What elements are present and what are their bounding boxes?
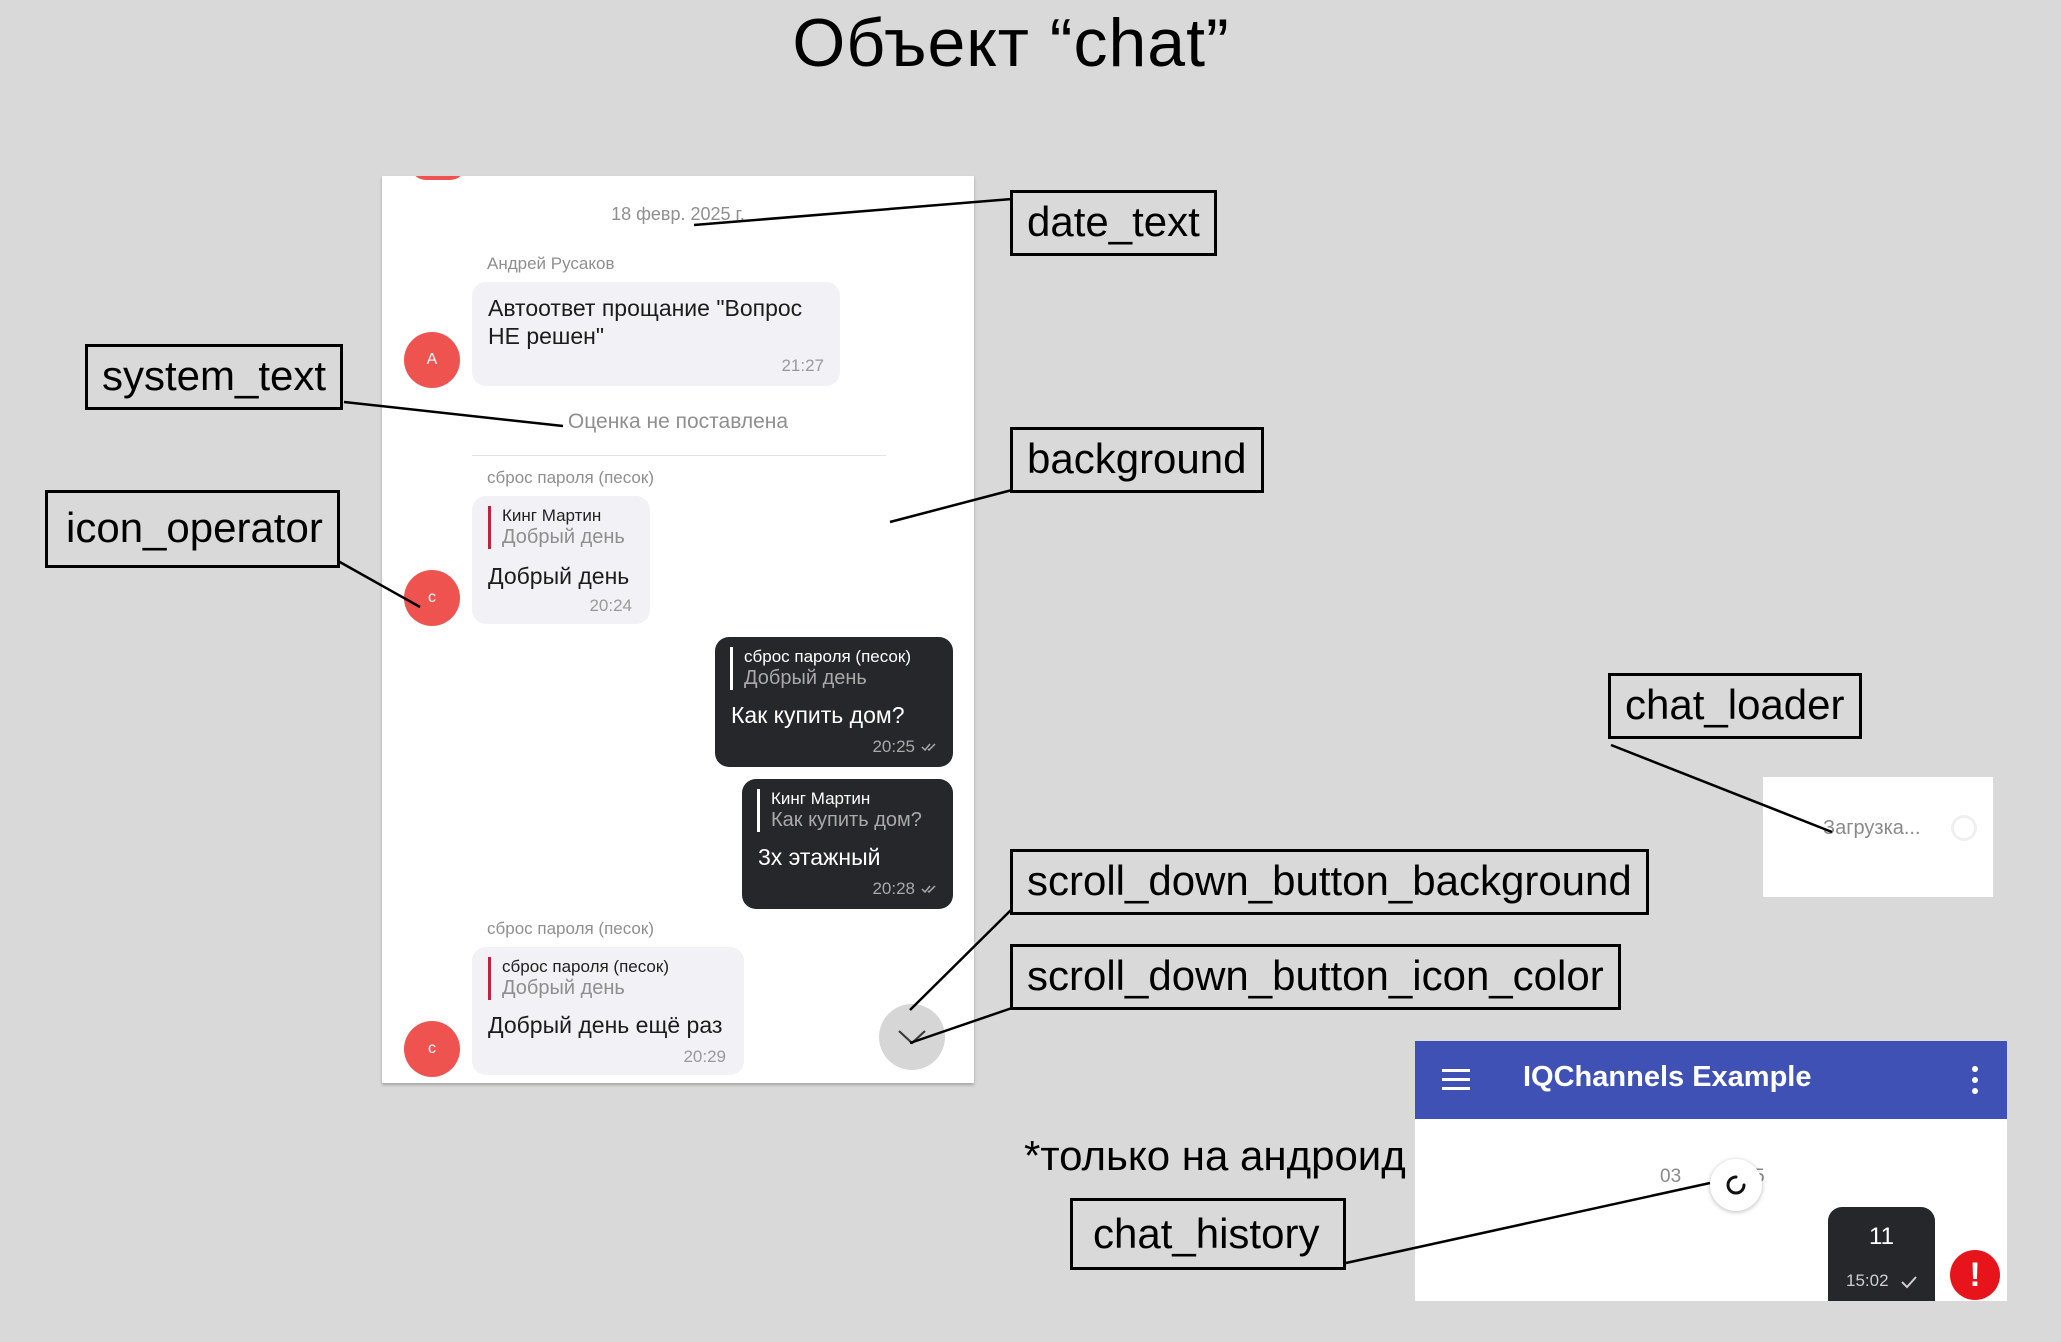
avatar-initial: с [428,589,436,606]
message-time: 21:27 [781,356,824,375]
reply-quote: сброс пароля (песок) Добрый день [730,647,911,690]
error-badge[interactable]: ! [1950,1250,2000,1300]
reply-author: Кинг Мартин [771,789,871,808]
message-text: Добрый день ещё раз [488,1012,723,1038]
label-icon-operator: icon_operator [45,490,340,568]
loader-spinner-icon [1951,815,1977,841]
more-vertical-icon[interactable] [1971,1065,1979,1095]
system-divider [472,455,886,456]
android-only-note: *только на андроид [1024,1132,1406,1179]
message-sender: сброс пароля (песок) [487,468,654,487]
message-bubble-outgoing[interactable]: Кинг Мартин Как купить дом? 3х этажный 2… [742,779,953,909]
message-sender: Андрей Русаков [487,254,615,273]
reply-author: сброс пароля (песок) [502,957,669,976]
label-system-text: system_text [85,344,344,410]
message-time: 20:25 [872,737,915,756]
avatar-initial: А [426,351,438,368]
reply-text: Как купить дом? [771,809,922,831]
label-background: background [1010,427,1264,493]
message-bubble[interactable]: Автоответ прощание "Вопрос НЕ решен" 21:… [472,282,840,386]
message-bubble[interactable]: сброс пароля (песок) Добрый день Добрый … [472,947,744,1075]
chat-loader-box: Загрузка... [1763,777,1993,897]
loading-spinner-icon [1726,1175,1746,1195]
check-icon [1901,1276,1917,1289]
reply-quote: Кинг Мартин Как купить дом? [757,789,922,832]
label-chat-loader: chat_loader [1608,673,1862,739]
app-title: IQChannels Example [1523,1061,1812,1093]
operator-avatar[interactable]: с [404,570,460,626]
avatar-partial [410,176,466,180]
message-sender: сброс пароля (песок) [487,919,654,938]
message-time: 15:02 [1846,1271,1889,1290]
message-bubble[interactable]: Кинг Мартин Добрый день Добрый день 20:2… [472,496,650,624]
message-time: 20:24 [589,596,632,615]
label-chat-history: chat_history [1070,1198,1347,1270]
chat-panel: 18 февр. 2025 г. Андрей Русаков А Автоот… [382,176,974,1083]
double-check-icon [921,885,936,894]
label-scroll-down-button-background: scroll_down_button_background [1010,849,1649,915]
reply-author: Кинг Мартин [502,506,602,525]
menu-icon[interactable] [1442,1069,1470,1091]
message-text: 3х этажный [758,844,881,870]
reply-author: сброс пароля (песок) [744,647,911,666]
message-text: 11 [1869,1223,1894,1250]
message-text: Как купить дом? [731,702,905,728]
history-date-left: 03 [1660,1166,1682,1187]
scroll-down-button[interactable] [879,1004,945,1070]
reply-text: Добрый день [502,977,625,999]
message-text: Автоответ прощание "Вопрос НЕ решен" [488,295,803,349]
operator-avatar[interactable]: с [404,1021,460,1077]
app-bar: IQChannels Example [1415,1041,2007,1119]
error-mark: ! [1969,1255,1981,1294]
message-bubble-outgoing[interactable]: 11 15:02 [1828,1207,1935,1301]
android-screen: IQChannels Example 03 025 11 15:02 ! [1415,1041,2007,1301]
reply-quote: Кинг Мартин Добрый день [488,506,625,549]
message-time: 20:29 [683,1047,726,1066]
system-text: Оценка не поставлена [567,410,789,433]
message-bubble-outgoing[interactable]: сброс пароля (песок) Добрый день Как куп… [715,637,953,767]
label-scroll-down-button-icon-color: scroll_down_button_icon_color [1010,944,1621,1010]
date-text: 18 февр. 2025 г. [611,204,745,224]
loader-text: Загрузка... [1823,817,1921,839]
chat-history-spinner [1710,1159,1762,1211]
page-title: Объект “chat” [792,5,1230,81]
label-date-text: date_text [1010,190,1217,256]
chevron-down-icon [898,1030,926,1045]
avatar-initial: с [428,1040,436,1057]
history-date: 03 [1660,1166,1681,1188]
reply-quote: сброс пароля (песок) Добрый день [488,957,669,1000]
operator-avatar[interactable]: А [404,332,460,388]
reply-text: Добрый день [744,667,867,689]
message-time: 20:28 [872,879,915,898]
message-text: Добрый день [488,563,630,589]
double-check-icon [921,743,936,752]
reply-text: Добрый день [502,526,625,548]
